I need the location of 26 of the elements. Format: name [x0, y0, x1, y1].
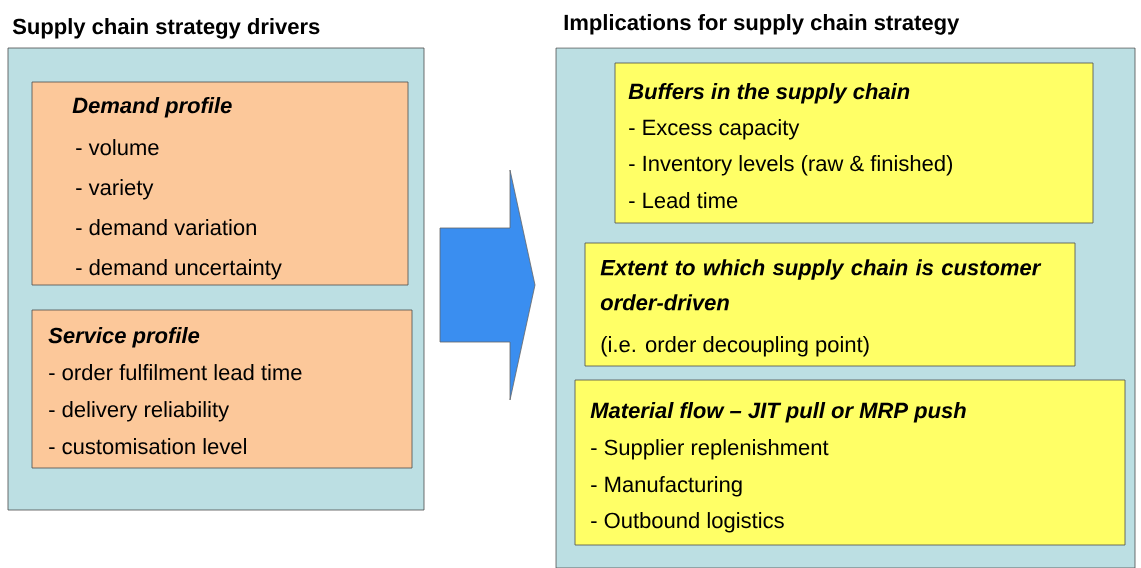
list-item: - demand variation	[76, 219, 256, 236]
list-item: - order fulfilment lead time	[49, 364, 302, 381]
list-item: - Manufacturing	[591, 476, 742, 497]
driver-box	[31, 309, 413, 469]
driver-box	[31, 81, 409, 286]
box-heading: Service profile	[48, 327, 200, 348]
box-heading: Material flow – JIT pull or MRP push	[590, 402, 966, 423]
list-item: - Outbound logistics	[591, 512, 784, 533]
list-item: - volume	[76, 139, 159, 156]
implication-box	[584, 242, 1076, 367]
panel-heading: Implications for supply chain strategy	[564, 14, 960, 35]
list-item: - Supplier replenishment	[591, 439, 829, 460]
box-heading: Buffers in the supply chain	[628, 83, 910, 104]
list-item: - delivery reliability	[49, 401, 230, 422]
box-heading: Demand profile	[72, 97, 232, 118]
implication-box	[574, 379, 1126, 546]
list-item: - customisation level	[49, 438, 246, 455]
panel-heading: Supply chain strategy drivers	[12, 18, 320, 39]
list-item: - Inventory levels (raw & finished)	[629, 155, 952, 176]
list-item: - variety	[76, 179, 154, 200]
implication-box	[614, 62, 1094, 224]
box-heading: Extent to which supply chain is customer order-driven	[600, 259, 1042, 311]
list-item: - demand uncertainty	[76, 259, 282, 280]
list-item: - Lead time	[629, 192, 738, 209]
list-item: (i.e. order decoupling point)	[601, 336, 869, 357]
list-item: - Excess capacity	[629, 119, 800, 140]
